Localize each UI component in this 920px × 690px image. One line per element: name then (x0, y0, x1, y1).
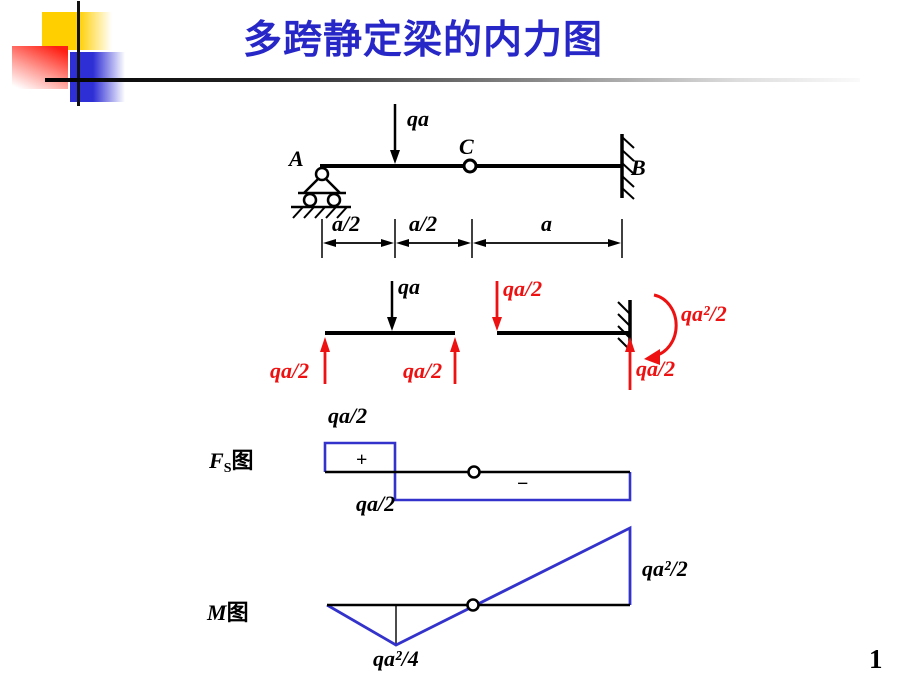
load-arrow (390, 104, 400, 164)
label-dim-2: a/2 (409, 211, 438, 236)
page-title: 多跨静定梁的内力图 (243, 19, 604, 62)
label-minus-sign: − (517, 473, 529, 495)
hinge-c-circle (462, 158, 478, 174)
label-reaction-left: qa/2 (270, 358, 310, 383)
free-body-right-segment (492, 281, 678, 390)
label-shear-diagram: FS图 (209, 450, 254, 476)
moment-outline (326, 525, 632, 647)
hinge-load-arrow (492, 281, 502, 331)
fixed-support-b (620, 134, 635, 200)
label-support-a: A (289, 146, 304, 171)
label-hinge-c: C (459, 134, 474, 159)
beam-structure-diagram (291, 104, 635, 258)
hinge-marker (466, 598, 480, 612)
decoration-vertical-line (77, 1, 80, 106)
reaction-arrow-right (450, 337, 460, 384)
label-load-qa: qa (407, 106, 429, 131)
label-support-b: B (631, 155, 646, 180)
label-moment-peak-value: qa²/4 (373, 646, 419, 671)
label-dim-3: a (541, 211, 552, 236)
shear-subscript: S (223, 461, 232, 476)
free-body-left-segment (320, 281, 460, 384)
pin-support-a (291, 166, 351, 219)
wall-hatching (621, 136, 635, 200)
page-number: 1 (869, 644, 883, 674)
label-wall-reaction: qa/2 (636, 356, 676, 381)
label-reaction-right: qa/2 (403, 358, 443, 383)
shear-symbol: F (209, 448, 224, 473)
hinge-marker (467, 465, 481, 479)
wall-moment-arc (644, 293, 678, 365)
moment-suffix: 图 (226, 600, 249, 625)
label-plus-sign: + (356, 449, 368, 471)
label-dim-1: a/2 (332, 211, 361, 236)
label-wall-moment: qa²/2 (681, 301, 727, 326)
shear-suffix: 图 (231, 448, 254, 473)
load-arrow (387, 281, 397, 331)
label-fbd-load: qa (398, 274, 420, 299)
shear-force-diagram (323, 441, 632, 502)
label-hinge-load: qa/2 (503, 276, 543, 301)
title-underline (45, 78, 860, 82)
label-moment-end-value: qa²/2 (642, 556, 688, 581)
ground-hatching (292, 206, 348, 219)
moment-symbol: M (207, 600, 227, 625)
label-shear-top-value: qa/2 (328, 403, 368, 428)
dimension-lines (321, 219, 623, 258)
label-shear-bottom-value: qa/2 (356, 491, 396, 516)
label-moment-diagram: M图 (207, 602, 249, 624)
reaction-arrow-left (320, 337, 330, 384)
bending-moment-diagram (326, 525, 632, 647)
wall-reaction-arrow (625, 337, 635, 390)
